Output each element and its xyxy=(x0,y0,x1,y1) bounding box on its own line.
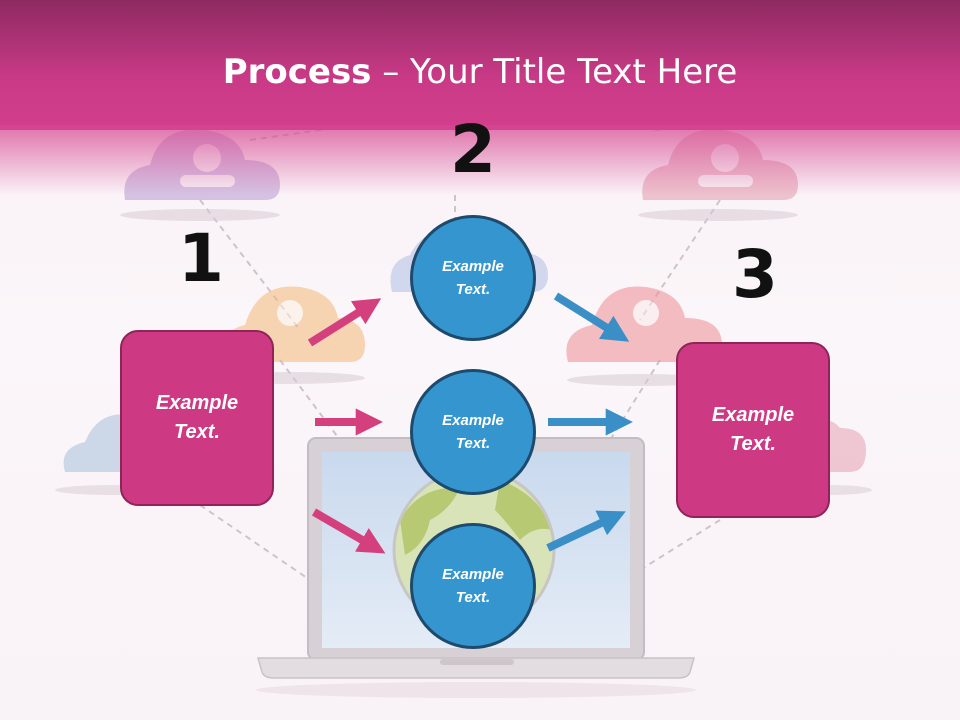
circle-bottom-line-2: Text. xyxy=(455,589,491,606)
circle-top-line-2: Text. xyxy=(455,281,491,298)
step-1-text-line-2: Text. xyxy=(174,421,220,443)
arrow-from-bottom-circle xyxy=(546,510,626,552)
circle-top-line-1: Example xyxy=(442,258,504,275)
step-number-2: 2 xyxy=(450,111,496,188)
circle-middle-line-2: Text. xyxy=(455,435,491,452)
title-bar xyxy=(0,0,960,130)
arrow-from-top-circle xyxy=(553,292,630,342)
slide-title: Process – Your Title Text Here xyxy=(0,52,960,92)
circle-middle-line-1: Example xyxy=(442,412,504,429)
title-bar-fade xyxy=(0,125,960,195)
step-3-text-line-2: Text. xyxy=(730,433,776,455)
step-1-text-line-1: Example xyxy=(155,392,239,414)
title-rest: – Your Title Text Here xyxy=(371,52,738,92)
arrow-to-bottom-circle xyxy=(311,508,386,554)
circle-bottom-line-1: Example xyxy=(442,566,504,583)
step-number-3: 3 xyxy=(732,236,778,313)
step-3-text-line-1: Example xyxy=(711,404,795,426)
arrow-to-top-circle xyxy=(307,298,382,347)
title-strong: Process xyxy=(222,52,372,92)
step-number-1: 1 xyxy=(178,220,224,297)
